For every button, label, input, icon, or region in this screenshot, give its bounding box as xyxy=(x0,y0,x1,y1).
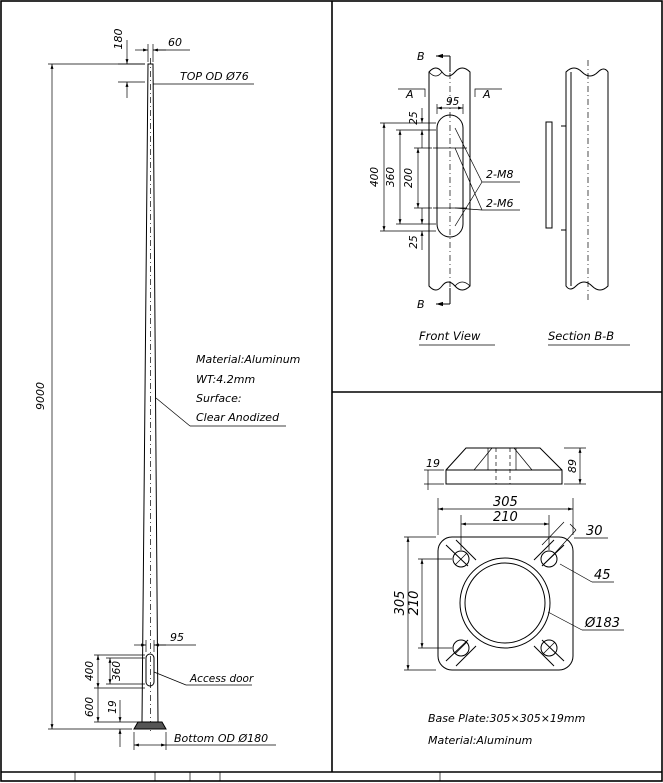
door-dim-360: 360 xyxy=(385,167,397,187)
finish-label: Clear Anodized xyxy=(196,411,280,424)
screw-m6-label: 2-M6 xyxy=(486,197,513,210)
section-marker-a-right: A xyxy=(482,88,491,101)
base-dim-30: 30 xyxy=(586,524,603,539)
wall-thickness-label: WT:4.2mm xyxy=(196,373,255,386)
section-marker-b-bottom: B xyxy=(417,298,425,311)
door-dim-25-top: 25 xyxy=(408,111,420,125)
surface-label: Surface: xyxy=(196,392,242,405)
base-dim-305-top: 305 xyxy=(493,495,518,510)
dim-height: 9000 xyxy=(34,382,47,410)
base-dim-305-side: 305 xyxy=(393,591,408,616)
door-dim-25-bottom: 25 xyxy=(408,235,420,249)
dim-door-600: 600 xyxy=(84,697,96,717)
door-dim-400: 400 xyxy=(369,167,381,187)
material-label: Material:Aluminum xyxy=(196,353,300,366)
bolt-hole xyxy=(540,639,558,657)
section-marker-b-top: B xyxy=(417,50,425,63)
base-dim-45: 45 xyxy=(594,568,611,583)
dim-door-95: 95 xyxy=(170,631,184,644)
base-dim-19: 19 xyxy=(426,457,440,470)
base-dim-210-top: 210 xyxy=(493,510,518,525)
pole-body xyxy=(141,63,159,723)
pole-elevation: 9000 180 60 TOP OD Ø76 Material:Aluminum… xyxy=(34,29,300,750)
front-view-label: Front View xyxy=(419,329,481,343)
section-label: Section B-B xyxy=(548,329,614,343)
base-material-label: Material:Aluminum xyxy=(428,734,532,747)
dim-door-400: 400 xyxy=(84,661,96,681)
pole-base xyxy=(133,721,167,730)
pole-access-door xyxy=(145,653,155,687)
base-plate-side: 19 89 xyxy=(424,447,586,490)
door-dim-200: 200 xyxy=(403,168,415,188)
dim-base-19: 19 xyxy=(107,700,119,714)
door-dim-95: 95 xyxy=(446,96,460,108)
door-slot xyxy=(436,114,464,238)
bolt-hole xyxy=(540,550,558,568)
door-section-view: Section B-B xyxy=(545,60,630,346)
base-dim-210-side: 210 xyxy=(407,591,422,616)
base-dia-183: Ø183 xyxy=(584,616,620,631)
bottom-od-label: Bottom OD Ø180 xyxy=(174,732,268,745)
section-marker-a-left: A xyxy=(405,88,414,101)
base-plate-label: Base Plate:305×305×19mm xyxy=(428,712,585,725)
base-dim-89: 89 xyxy=(566,459,579,473)
door-front-view: B B A A 95 400 360 200 25 25 xyxy=(369,50,520,346)
dim-top-180: 180 xyxy=(112,29,125,50)
bolt-hole xyxy=(452,550,470,568)
bolt-hole xyxy=(452,639,470,657)
access-door-label: Access door xyxy=(189,673,254,685)
dim-top-60: 60 xyxy=(168,36,182,49)
base-plate-plan: 305 210 305 210 30 45 Ø183 Base Plate:30… xyxy=(393,495,624,747)
dim-door-360: 360 xyxy=(111,661,123,681)
screw-m8-label: 2-M8 xyxy=(486,168,513,181)
top-od-label: TOP OD Ø76 xyxy=(180,70,249,83)
